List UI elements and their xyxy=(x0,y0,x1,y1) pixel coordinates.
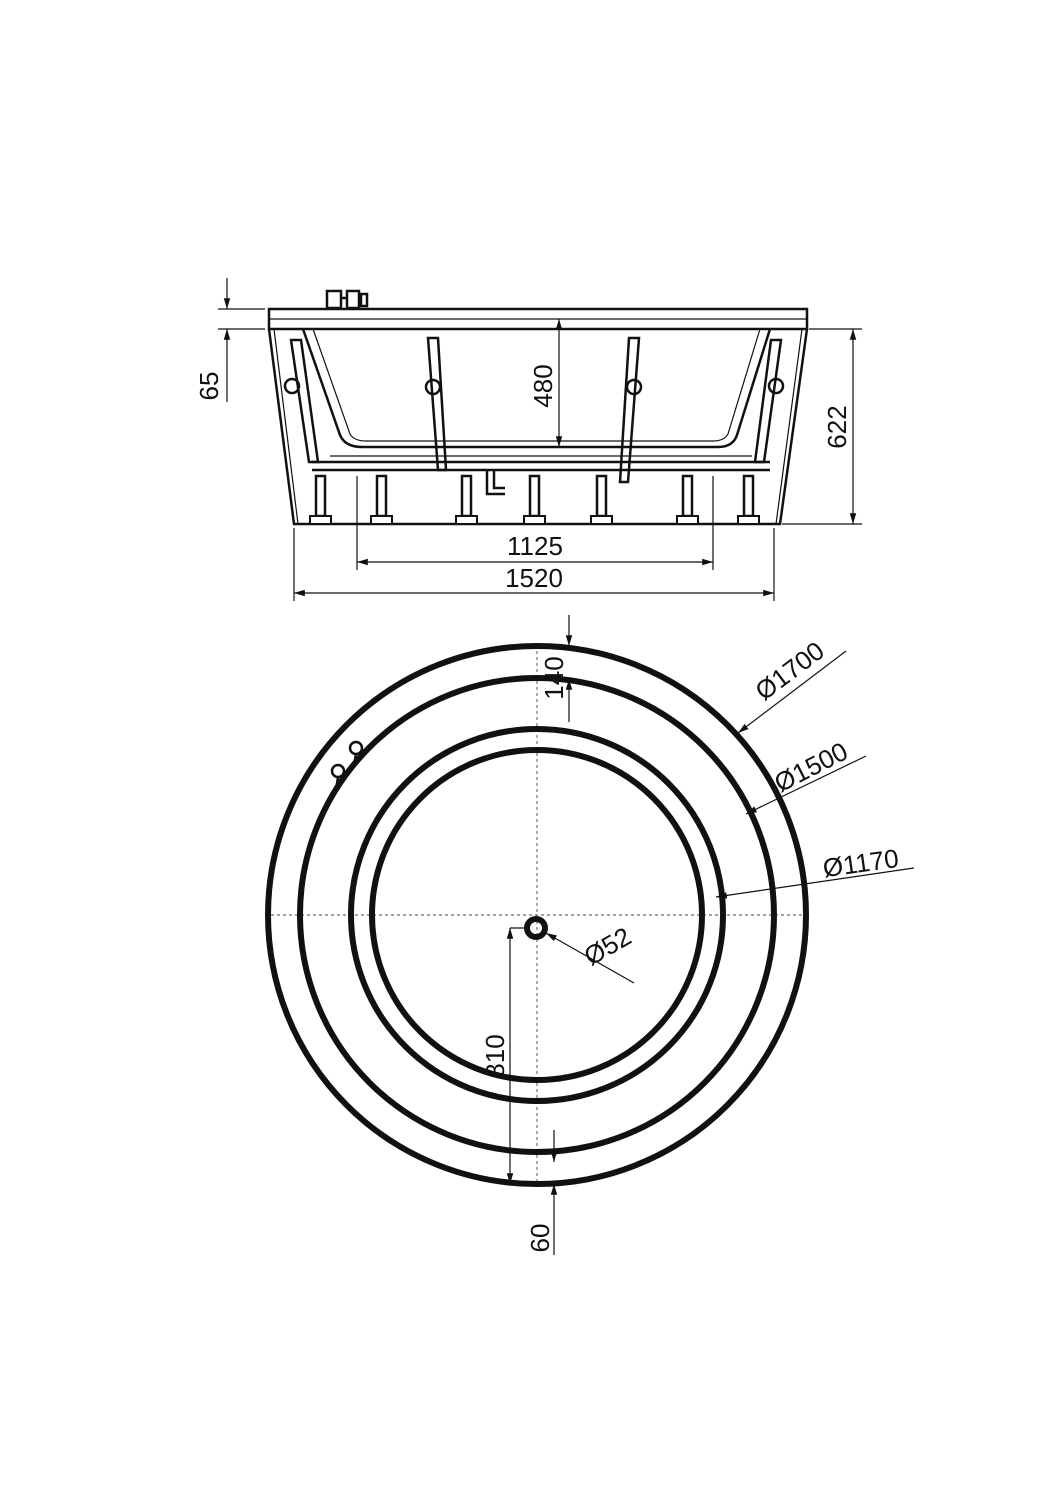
dim-480-label: 480 xyxy=(528,364,558,407)
dim-810: 810 xyxy=(480,927,527,1184)
dim-d1500-label: Ø1500 xyxy=(769,736,852,798)
dim-622: 622 xyxy=(782,328,862,525)
dim-d1700: Ø1700 xyxy=(737,635,847,734)
dim-d52: Ø52 xyxy=(545,921,637,984)
dim-810-label: 810 xyxy=(480,1034,510,1077)
dim-d1700-label: Ø1700 xyxy=(749,635,829,706)
faucet-handles-icon xyxy=(330,740,364,791)
dim-d1170-label: Ø1170 xyxy=(821,843,901,883)
dim-60-label: 60 xyxy=(525,1224,555,1253)
dim-60: 60 xyxy=(525,1130,558,1255)
dim-65-label: 65 xyxy=(194,372,224,401)
dim-1125-label: 1125 xyxy=(507,531,563,561)
support-frame xyxy=(283,336,785,484)
dim-1520: 1520 xyxy=(293,528,775,601)
drain-pipe xyxy=(485,470,505,496)
outer-circle-1700 xyxy=(265,643,809,1187)
plan-view: 140 Ø1700 Ø1500 Ø1170 Ø52 810 xyxy=(265,615,915,1255)
dim-140: 140 xyxy=(539,615,573,722)
inner-circle xyxy=(369,747,705,1083)
faucet-icon xyxy=(325,289,369,310)
dim-d1170: Ø1170 xyxy=(715,843,915,899)
dim-1125: 1125 xyxy=(356,476,714,570)
drain-icon xyxy=(524,916,548,940)
dim-1520-label: 1520 xyxy=(505,563,563,593)
dim-65: 65 xyxy=(194,278,265,402)
dim-622-label: 622 xyxy=(822,405,852,448)
dim-480: 480 xyxy=(528,319,563,447)
circle-1170 xyxy=(348,726,726,1104)
side-view: 65 480 622 1125 1520 xyxy=(194,278,862,601)
tub-legs xyxy=(309,474,760,525)
dim-140-label: 140 xyxy=(539,656,569,699)
dim-d52-label: Ø52 xyxy=(579,921,637,972)
tub-inner-basin xyxy=(301,328,772,449)
circle-1500 xyxy=(297,675,777,1155)
